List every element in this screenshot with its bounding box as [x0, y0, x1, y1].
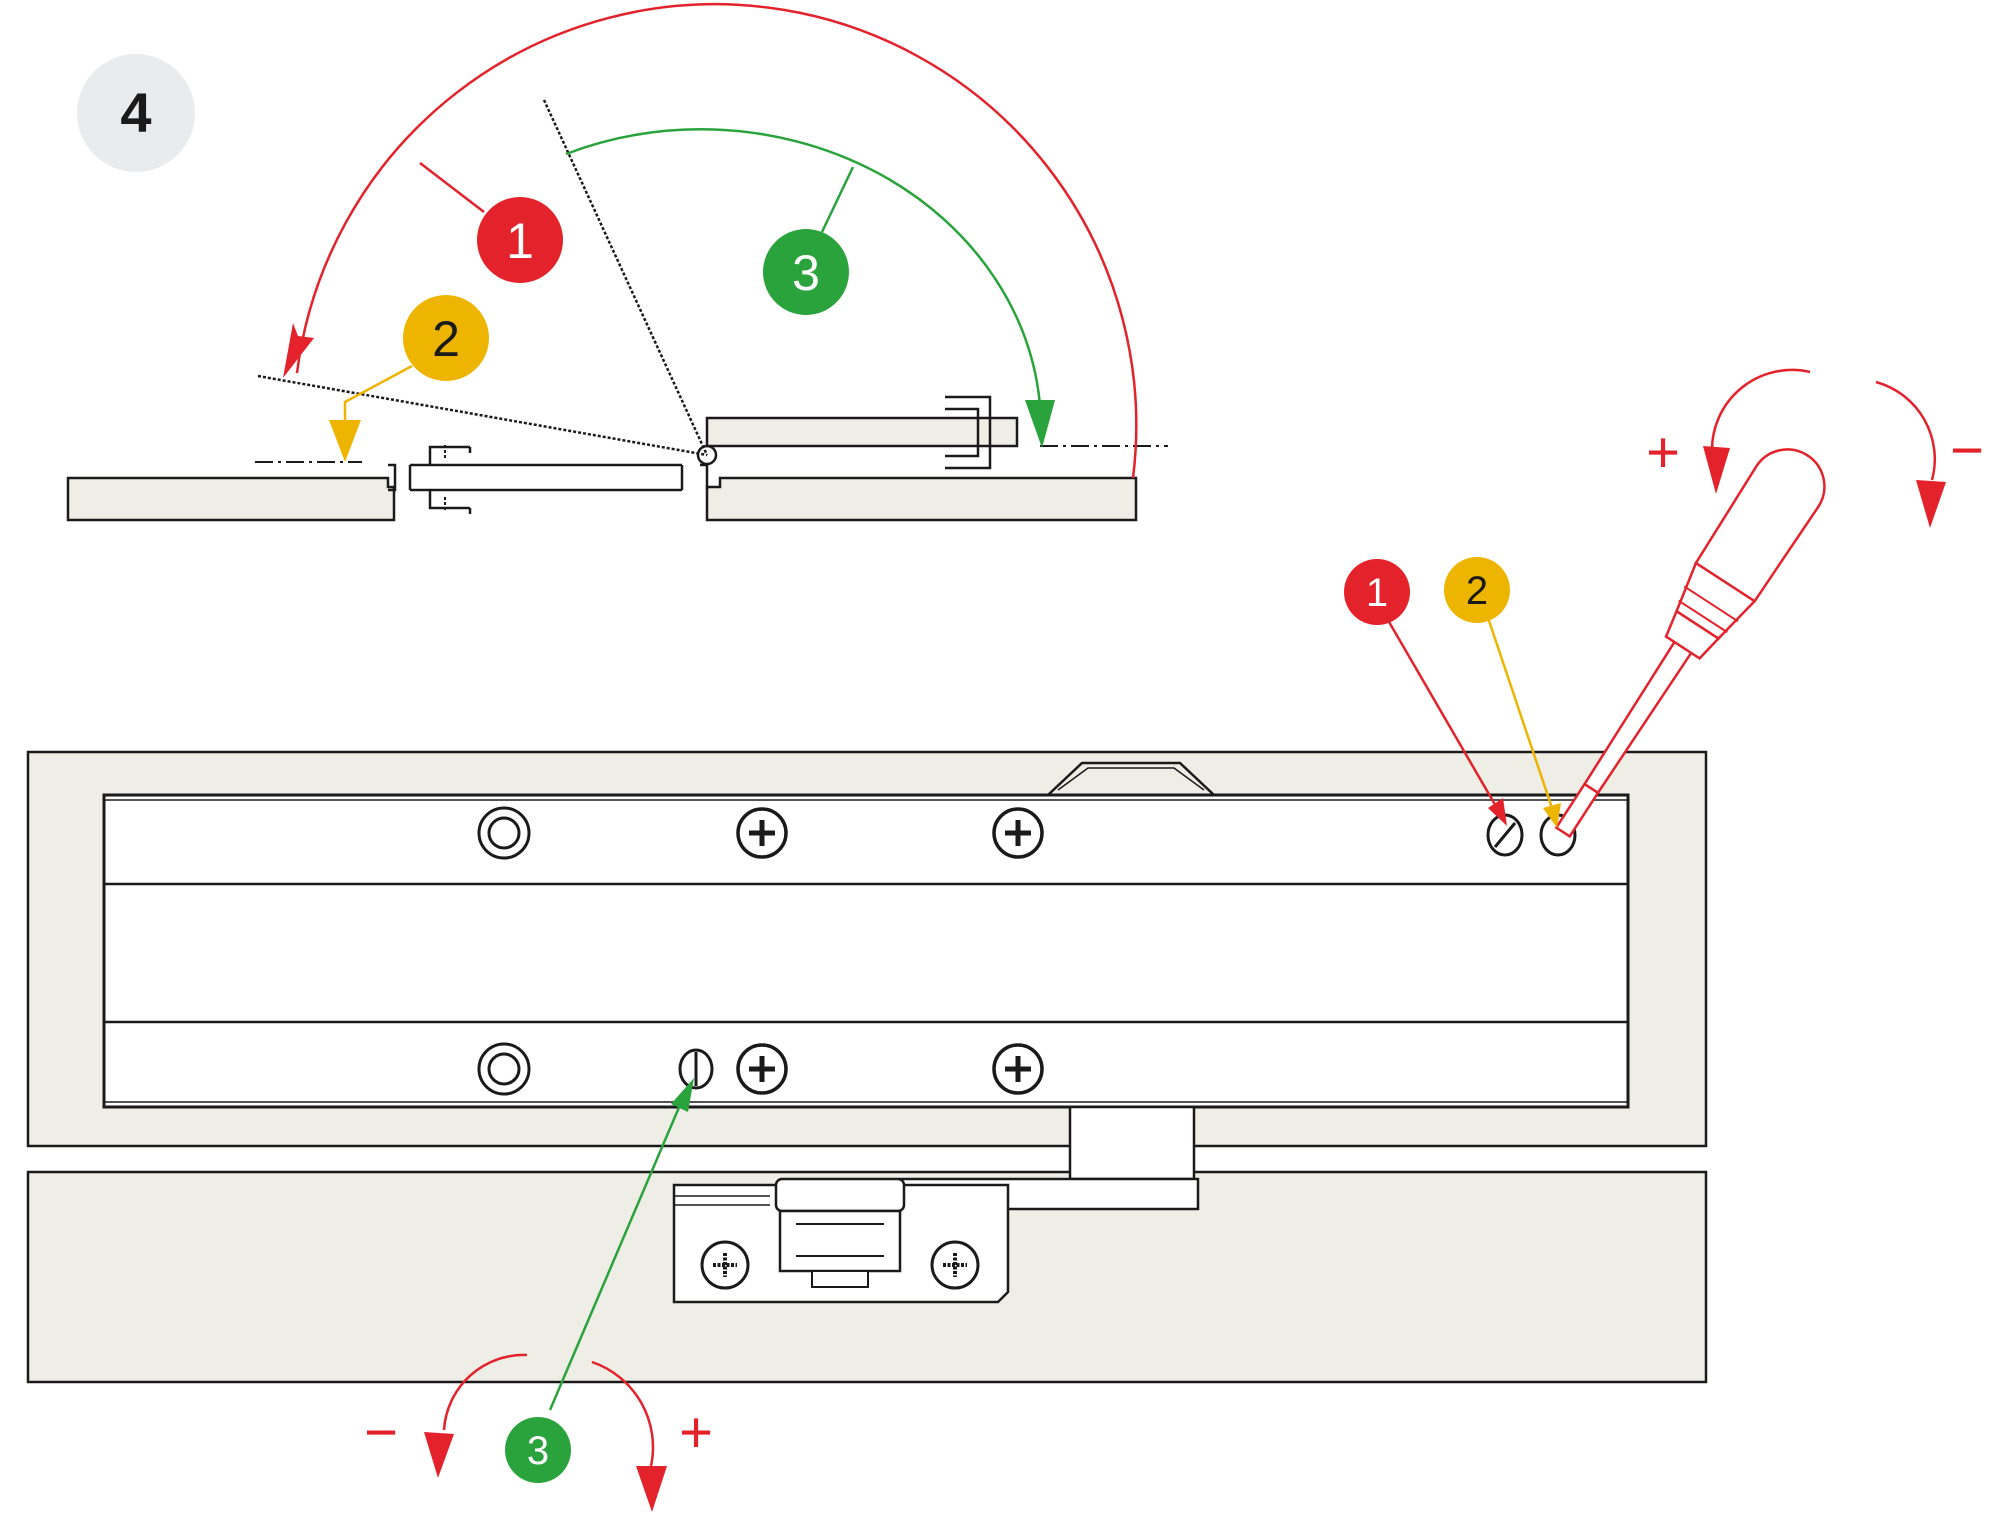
- callout-3-valve: 3: [505, 1417, 571, 1483]
- door-leaf-open: [705, 416, 1019, 448]
- svg-text:3: 3: [792, 245, 820, 301]
- green-arrowhead: [1025, 400, 1055, 448]
- callout-1-valve: 1: [1344, 559, 1410, 625]
- backcheck-arc: [565, 128, 1042, 406]
- left-frame-slab: [66, 476, 396, 522]
- right-frame-slab: [705, 476, 1138, 522]
- plug-top: [477, 806, 531, 860]
- closer-elevation-view: [26, 750, 1708, 1384]
- screw-icon: [700, 1240, 750, 1290]
- screw-icon: [736, 807, 788, 859]
- callout-3-top: 3: [763, 229, 849, 315]
- closing-speed-arc: [295, 2, 1138, 479]
- valve-1-leader: [1372, 595, 1499, 809]
- door-bracket: [945, 395, 992, 470]
- svg-text:1: 1: [1366, 571, 1388, 615]
- swing-plan-view: 1 2 3: [66, 2, 1168, 522]
- step-number: 4: [120, 81, 151, 144]
- valve-2-leader: [1478, 593, 1554, 809]
- screw-icon: [992, 807, 1044, 859]
- plus-sign-bottom: +: [679, 1400, 713, 1465]
- svg-text:2: 2: [432, 311, 460, 367]
- valve-3-screw[interactable]: [678, 1048, 714, 1090]
- screwdriver-icon: [1554, 448, 1826, 839]
- minus-sign-right: −: [1950, 418, 1984, 483]
- yellow-arrowhead: [329, 420, 361, 462]
- svg-text:2: 2: [1466, 569, 1488, 613]
- plus-sign-right: +: [1646, 420, 1680, 485]
- screw-icon: [930, 1240, 980, 1290]
- latch-leader: [343, 364, 413, 420]
- step-badge: 4: [77, 54, 195, 172]
- red-arrowhead: [283, 323, 314, 378]
- minus-sign-bottom: −: [364, 1400, 398, 1465]
- rotation-arrow-icon: − +: [364, 1353, 713, 1512]
- spindle-post: [1068, 1105, 1196, 1181]
- plug-bottom: [477, 1042, 531, 1096]
- closed-bracket: [428, 445, 472, 514]
- svg-text:3: 3: [527, 1429, 549, 1473]
- screw-icon: [736, 1043, 788, 1095]
- rotation-arrow-icon: + −: [1646, 368, 1984, 528]
- callout-2-valve: 2: [1444, 557, 1510, 623]
- hinge-pivot: [696, 444, 718, 466]
- door-leaf-closed: [408, 463, 684, 492]
- svg-text:1: 1: [506, 213, 534, 269]
- closer-body: [102, 793, 1630, 1109]
- valve-3-leader: [548, 1104, 682, 1411]
- callout-1-top: 1: [477, 197, 563, 283]
- callout-2-top: 2: [403, 295, 489, 381]
- screw-icon: [992, 1043, 1044, 1095]
